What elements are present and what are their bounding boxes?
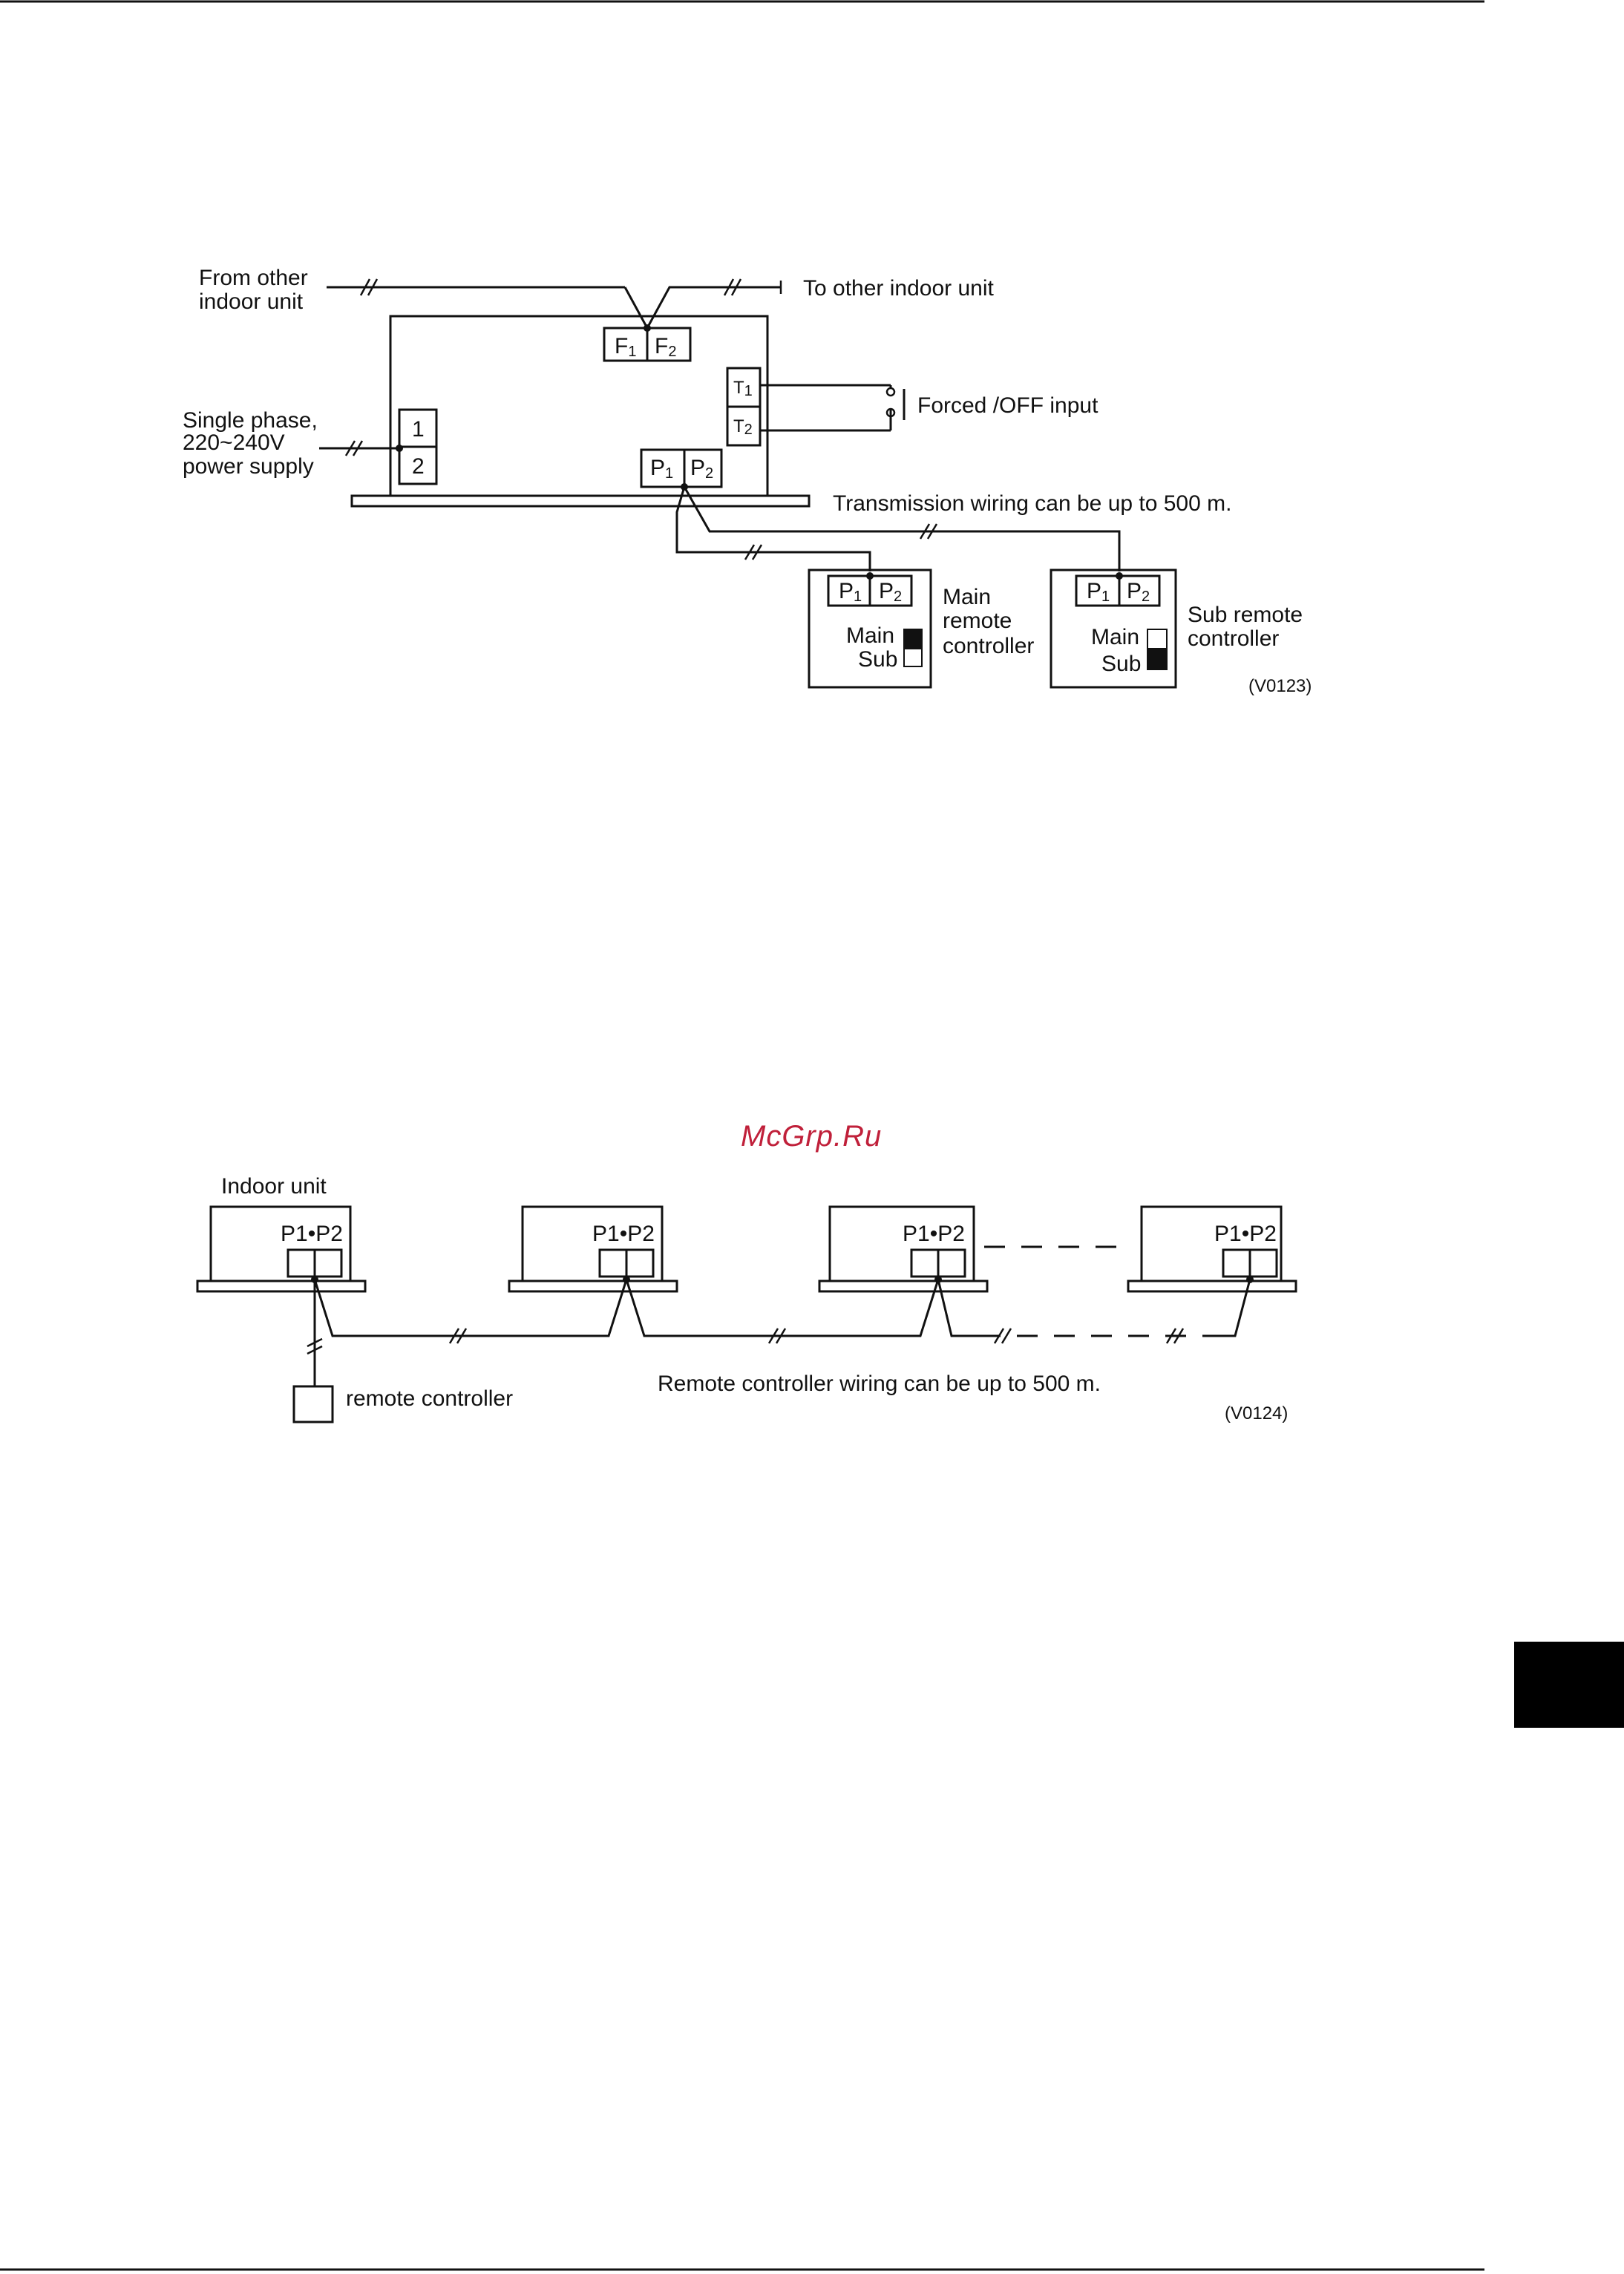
power-supply-label-3: power supply [183,454,314,479]
power-break-marks [344,440,364,456]
power-junction-dot [396,445,403,452]
from-other-indoor-unit-label: From other [199,266,308,290]
remote-controller-label: remote controller [346,1386,513,1411]
indoor-unit-1-base [196,1279,367,1293]
terminal-f2-box [646,327,692,362]
terminal-t1-label: T1 [733,378,753,399]
main-remote-switch-off [903,648,923,667]
indoor-unit-3-terminal-label: P1•P2 [903,1222,965,1246]
wiring-note: Remote controller wiring can be up to 50… [658,1372,1101,1396]
transmission-break-marks [744,523,938,560]
indoor-unit-3-base [818,1279,989,1293]
forced-off-input-label: Forced /OFF input [917,393,1099,418]
power-supply-label-1: Single phase, [183,408,318,433]
main-remote-switch-main: Main [846,623,894,648]
indoor-unit-label: Indoor unit [221,1174,327,1199]
main-remote-controller-label-1: Main [943,585,991,609]
terminal-2-box [398,445,438,485]
f2-wire [646,286,781,329]
chain-wire-2-3 [625,1279,940,1337]
forced-off-contact-bottom [885,407,896,418]
main-remote-switch-sub: Sub [858,647,897,672]
wiring-diagram-v0123: F1 F2 From other indoor unit To other in… [183,266,1312,696]
main-remote-controller-box [808,568,932,689]
sub-remote-controller-label-1: Sub remote [1188,603,1303,627]
terminal-1-label: 1 [412,417,425,442]
sub-remote-switch-main: Main [1091,625,1139,649]
main-remote-p2-box [868,574,913,607]
indoor-unit-4-terminal-label: P1•P2 [1214,1222,1277,1246]
watermark: McGrp.Ru [741,1120,882,1153]
forced-off-contact-top [885,387,896,397]
terminal-p1-label: P1 [650,456,673,482]
terminal-p2-label: P2 [690,456,713,482]
main-remote-switch-on [903,629,923,648]
to-other-indoor-unit-label: To other indoor unit [803,276,994,301]
remote-break-mark [307,1337,323,1355]
sub-remote-p2-box [1118,574,1161,607]
from-other-indoor-unit-label-2: indoor unit [199,289,304,314]
power-supply-label-2: 220~240V [183,430,285,455]
main-remote-p2-label: P2 [879,579,902,605]
wiring-diagram-v0124: Indoor unit P1•P2 P1•P2 P1•P2 P1•P2 [196,1174,1297,1423]
chain-wire-1-2 [313,1279,628,1337]
terminal-p2-box [683,448,723,488]
cable-break-marks [359,278,742,296]
indoor-unit-2-terminal-label: P1•P2 [592,1222,655,1246]
terminal-2-label: 2 [412,454,425,479]
transmission-note: Transmission wiring can be up to 500 m. [833,491,1231,516]
sub-remote-controller-box [1050,568,1177,689]
section-tab [1514,1642,1624,1728]
sub-remote-controller-label-2: controller [1188,626,1279,651]
indoor-unit-4-base [1127,1279,1297,1293]
figure-code-v0123: (V0123) [1248,676,1312,696]
sub-remote-switch-on [1147,649,1168,670]
main-remote-wire [675,486,871,571]
remote-controller-box [292,1385,334,1423]
chain-break-marks [448,1328,1185,1344]
f1-wire [623,286,649,329]
terminal-t2-label: T2 [733,416,753,438]
sub-remote-wire [683,486,1121,571]
main-remote-controller-label-2: remote [943,609,1012,633]
sub-remote-p1-label: P1 [1087,579,1110,605]
main-remote-controller-label-3: controller [943,634,1034,658]
terminal-f2-label: F2 [655,334,676,360]
main-remote-p1-label: P1 [839,579,862,605]
terminal-f1-box [603,327,649,362]
indoor-unit-2-base [508,1279,678,1293]
f-junction-dot [644,324,651,332]
indoor-unit-base [350,494,811,508]
indoor-unit-1-terminal-label: P1•P2 [281,1222,343,1246]
sub-remote-switch-sub: Sub [1101,652,1141,676]
figure-code-v0124: (V0124) [1225,1403,1288,1423]
terminal-f1-label: F1 [615,334,636,360]
terminal-t2-box [726,405,762,447]
sub-remote-switch-off [1147,629,1168,649]
sub-remote-p2-label: P2 [1127,579,1150,605]
